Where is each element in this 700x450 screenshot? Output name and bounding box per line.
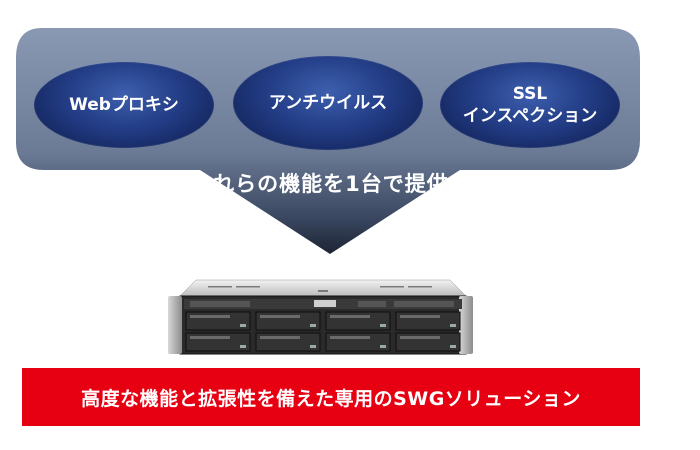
server-upper-vents [190, 301, 454, 307]
server-label-plate [314, 300, 336, 307]
server-lid-vents [208, 286, 432, 292]
feature-label-line2: インスペクション [462, 106, 598, 126]
feature-oval-web-proxy: Webプロキシ [34, 62, 214, 148]
rack-server-image [168, 279, 473, 355]
feature-oval-ssl-inspection: SSL インスペクション [440, 62, 620, 148]
feature-label: Webプロキシ [69, 95, 179, 115]
server-drive-handles [190, 315, 440, 339]
solution-banner: 高度な機能と拡張性を備えた専用のSWGソリューション [22, 368, 640, 426]
server-drive-leds [240, 324, 456, 348]
server-left-ear [168, 296, 182, 354]
server-right-ear [459, 296, 473, 354]
server-top-lid [179, 279, 467, 297]
feature-label: アンチウイルス [268, 93, 388, 113]
feature-oval-antivirus: アンチウイルス [233, 56, 423, 150]
callout-tagline: これらの機能を1台で提供 [191, 172, 449, 196]
feature-label-line1: SSL [512, 84, 548, 104]
